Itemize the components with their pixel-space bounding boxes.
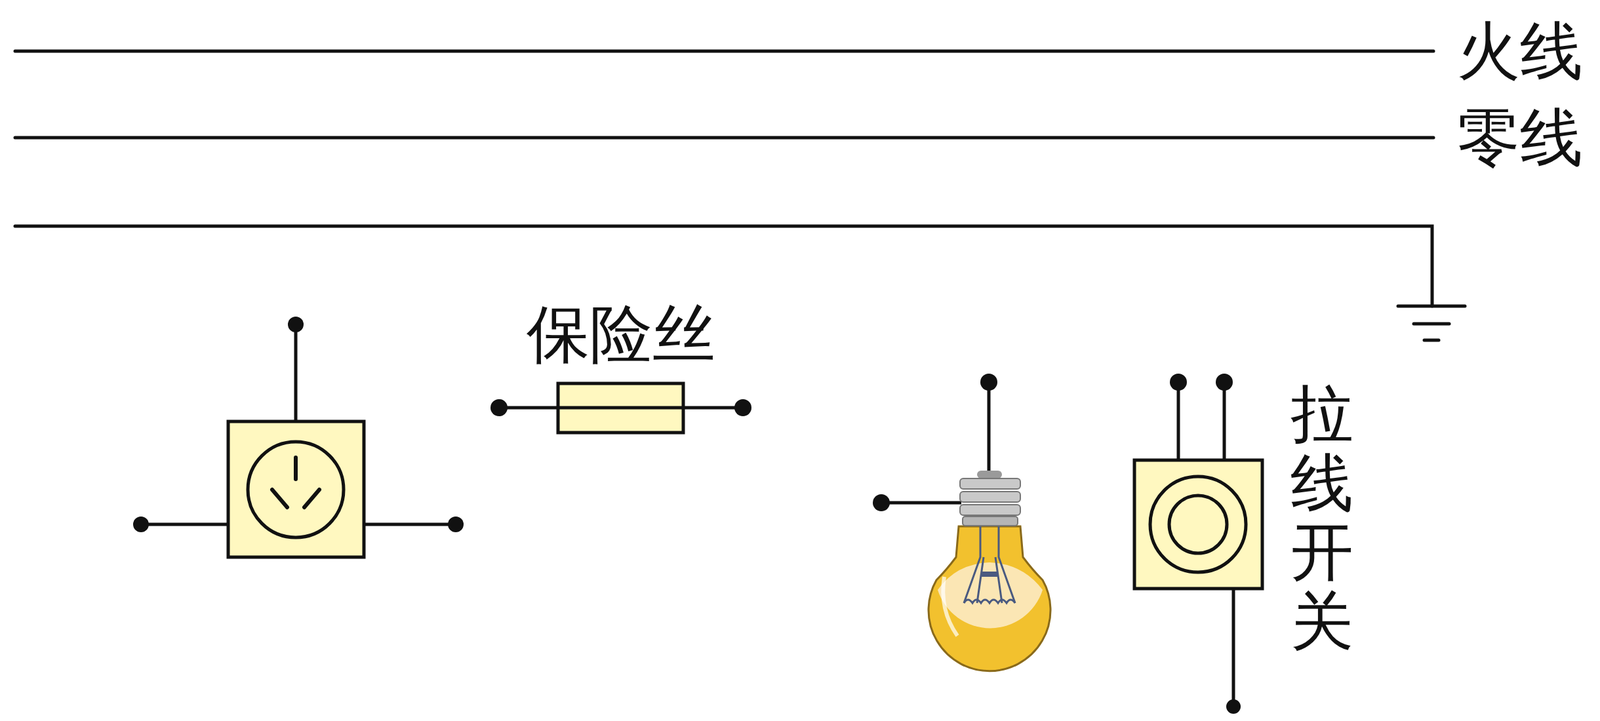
light-bulb [872, 373, 1051, 672]
fuse [490, 383, 752, 433]
switch-box: 拉线开关 [1134, 460, 1263, 589]
ground-symbol [1398, 304, 1465, 309]
socket [133, 316, 464, 558]
pull-switch [1134, 373, 1263, 715]
ground-symbol [1413, 322, 1450, 326]
live-wire [15, 49, 1434, 54]
wire-label: 火线 [1457, 19, 1583, 83]
wire-label: 零线 [1457, 106, 1583, 170]
neutral-wire [15, 136, 1434, 140]
fuse-label: 保险丝 [526, 302, 716, 366]
earth-wire [15, 226, 1433, 307]
fuse-box: 保险丝 [558, 383, 684, 433]
switch-label: 拉线开关 [1290, 379, 1354, 657]
ground-symbol [1424, 339, 1439, 343]
